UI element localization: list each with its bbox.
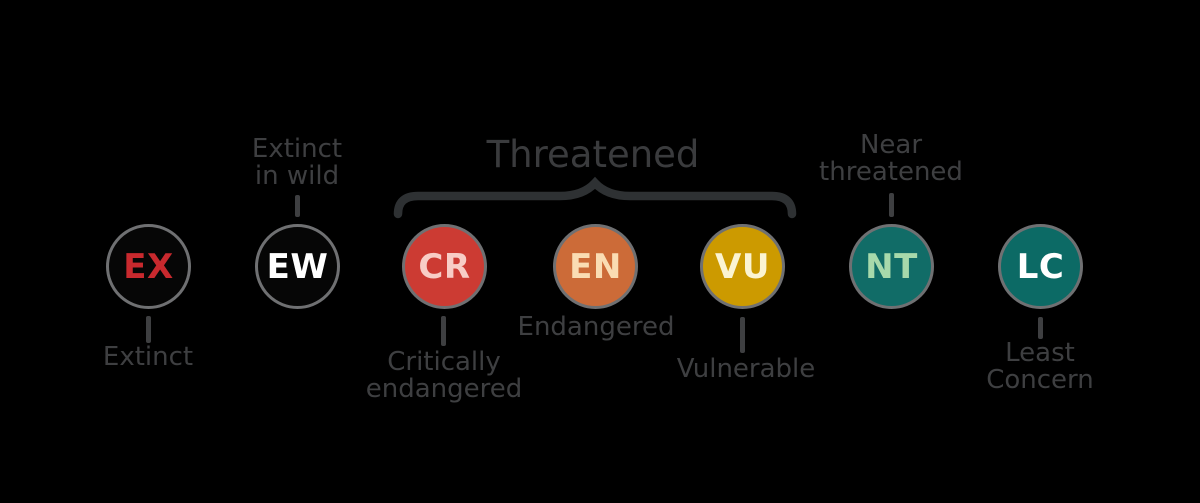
brace-path [393, 176, 797, 219]
status-circle-en: EN [553, 224, 638, 309]
label-line: Least [1005, 338, 1075, 368]
status-label-extinct: Extinct [0, 344, 308, 371]
tick-ew [295, 195, 300, 217]
status-code-ex: EX [123, 246, 174, 287]
status-label-near-threatened: Near threatened [731, 132, 1051, 186]
status-code-ew: EW [266, 246, 329, 287]
threatened-group-title: Threatened [486, 133, 700, 176]
label-line: Critically [387, 347, 501, 377]
status-code-lc: LC [1016, 246, 1065, 287]
label-line: in wild [254, 161, 340, 191]
tick-cr [441, 316, 446, 346]
status-label-least-concern: Least Concern [880, 340, 1200, 394]
status-code-vu: VU [715, 246, 770, 287]
status-circle-nt: NT [849, 224, 934, 309]
tick-nt [889, 193, 894, 217]
status-circle-ew: EW [255, 224, 340, 309]
label-line: Vulnerable [676, 354, 816, 384]
status-label-vulnerable: Vulnerable [586, 356, 906, 383]
status-circle-lc: LC [998, 224, 1083, 309]
status-circle-ex: EX [106, 224, 191, 309]
status-code-en: EN [569, 246, 622, 287]
label-line: Endangered [517, 312, 675, 342]
tick-vu [740, 317, 745, 353]
status-label-endangered: Endangered [436, 314, 756, 341]
status-label-extinct-in-wild: Extinct in wild [137, 136, 457, 190]
label-line: endangered [365, 374, 523, 404]
status-code-cr: CR [418, 246, 471, 287]
status-code-nt: NT [865, 246, 918, 287]
label-line: Extinct [251, 134, 343, 164]
status-circle-cr: CR [402, 224, 487, 309]
label-line: Concern [986, 365, 1094, 395]
threatened-brace [393, 176, 797, 219]
tick-lc [1038, 317, 1043, 339]
status-circle-vu: VU [700, 224, 785, 309]
status-label-critically-endangered: Critically endangered [284, 349, 604, 403]
label-line: Extinct [102, 342, 194, 372]
tick-ex [146, 316, 151, 343]
label-line: Near [859, 130, 923, 160]
label-line: threatened [819, 157, 963, 187]
